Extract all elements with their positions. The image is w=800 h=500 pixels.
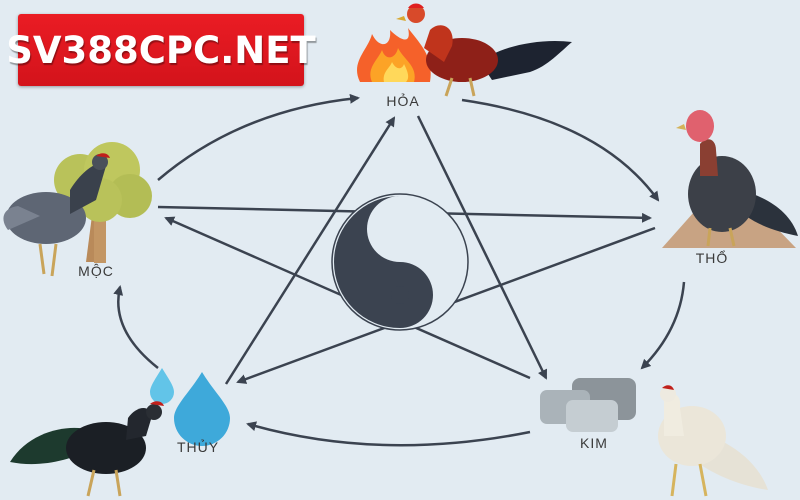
metal-icon <box>540 378 636 432</box>
arrow-thuy-to-moc <box>113 285 159 369</box>
yin-yang-icon <box>331 193 469 331</box>
arrow-hoa-to-tho <box>461 98 660 202</box>
arrow-thuy-to-hoa <box>224 116 396 385</box>
label-thuy: THỦY <box>177 438 219 455</box>
rooster-thuy <box>10 401 164 497</box>
label-moc: MỘC <box>78 263 114 279</box>
brand-logo[interactable]: SV388CPC.NET <box>6 14 316 86</box>
arrow-moc-to-hoa <box>157 93 360 181</box>
fire-icon <box>357 28 431 82</box>
arrow-tho-to-kim <box>640 281 686 370</box>
label-hoa: HỎA <box>386 92 419 109</box>
generation-cycle <box>113 93 686 447</box>
rooster-moc <box>3 153 110 277</box>
arrow-kim-to-thuy <box>246 421 531 447</box>
rooster-tho <box>676 110 798 247</box>
rooster-kim <box>658 385 768 497</box>
label-kim: KIM <box>580 435 608 451</box>
water-drop-icon <box>150 368 230 446</box>
rooster-hoa <box>396 3 572 97</box>
label-tho: THỔ <box>696 249 729 266</box>
brand-logo-text: SV388CPC.NET <box>6 28 316 72</box>
arrow-hoa-to-kim <box>416 115 548 380</box>
